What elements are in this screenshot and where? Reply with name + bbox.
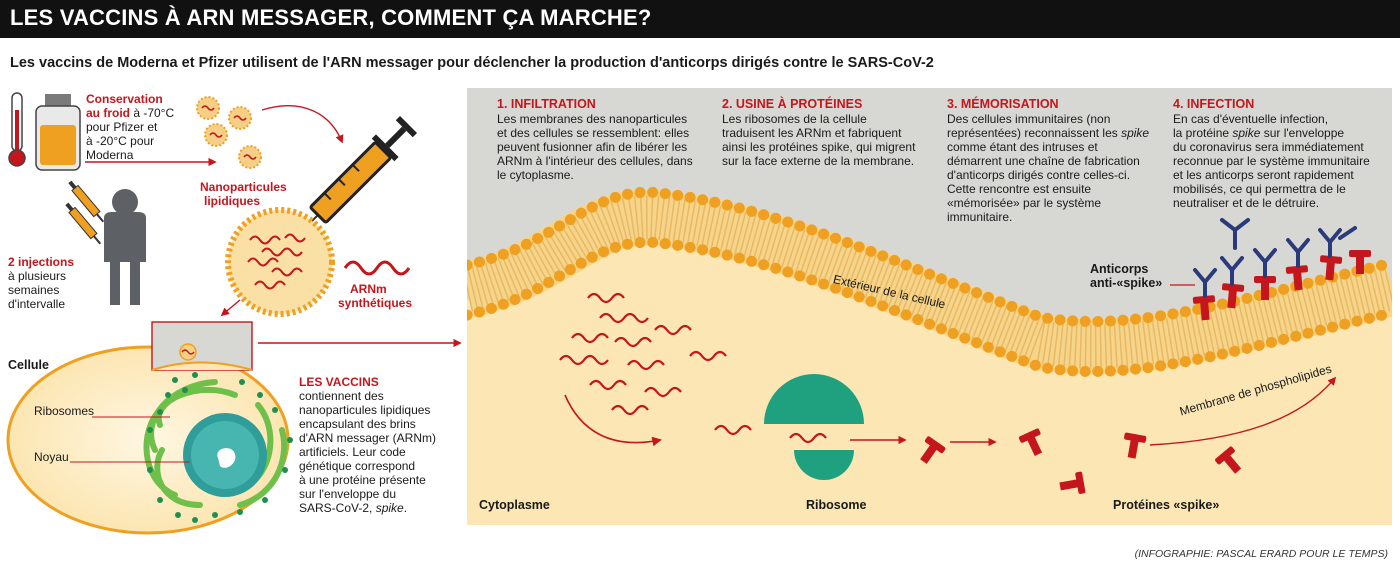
vaccins-line: artificiels. Leur code <box>299 445 406 459</box>
injections-line-2: semaines <box>8 283 60 297</box>
step-3-line: d'anticorps dirigés contre celles-ci. <box>947 168 1131 182</box>
injections-line-3: d'intervalle <box>8 297 65 311</box>
thermometer-icon <box>8 92 26 167</box>
step-3-line: Cette rencontre est ensuite <box>947 182 1092 196</box>
membrane-heads-outer <box>467 186 1392 327</box>
step-4-title: 4. INFECTION <box>1173 97 1255 111</box>
step-3-line: immunitaire. <box>947 210 1013 224</box>
ribosome-small-subunit <box>794 450 854 480</box>
nanoparticle-detail <box>225 207 335 317</box>
nanoparticles-label-2: lipidiques <box>204 194 261 208</box>
step-4-line: mobilisés, ce qui permettra de le <box>1173 182 1346 196</box>
ribosome-label: Ribosome <box>806 498 867 512</box>
ribosome-large-subunit <box>764 374 864 424</box>
proteines-label: Protéines «spike» <box>1113 498 1220 512</box>
vaccins-line-last: SARS-CoV-2, spike. <box>299 501 408 515</box>
step-4-line: reconnue par le système immunitaire <box>1173 154 1370 168</box>
ribosomes-label: Ribosomes <box>34 404 95 418</box>
step-4-line: et les anticorps seront rapidement <box>1173 168 1354 182</box>
step-2-line: traduisent les ARNm et fabriquent <box>722 126 902 140</box>
page-subtitle: Les vaccins de Moderna et Pfizer utilise… <box>10 55 934 71</box>
migration-arrow <box>1149 376 1337 446</box>
mrna-strands <box>559 292 752 436</box>
vaccins-line: nanoparticules lipidiques <box>299 403 431 417</box>
anticorps-label-2: anti-«spike» <box>1090 276 1163 290</box>
step-1-line: Les membranes des nanoparticules <box>497 112 688 126</box>
syringe-icon <box>304 116 417 229</box>
storage-line-3: à -20°C pour <box>86 134 155 148</box>
step-2-text: Les ribosomes de la cellule traduisent l… <box>722 112 915 168</box>
cell-label: Cellule <box>8 358 49 372</box>
cytoplasm-area <box>467 224 1392 525</box>
arnm-label-2: synthétiques <box>338 296 413 310</box>
vaccins-line: sur l'enveloppe du <box>299 487 397 501</box>
noyau-label: Noyau <box>34 450 69 464</box>
step-4-line: la protéine spike sur l'enveloppe <box>1173 126 1345 140</box>
step-4-line: neutraliser et de le détruire. <box>1173 196 1320 210</box>
credit: (INFOGRAPHIE: PASCAL ERARD POUR LE TEMPS… <box>1134 548 1388 560</box>
step-1-text: Les membranes des nanoparticules et des … <box>497 112 693 182</box>
step-3-text: Des cellules immunitaires (non représent… <box>947 112 1149 224</box>
page-title: LES VACCINS À ARN MESSAGER, COMMENT ÇA M… <box>10 5 652 30</box>
step-3-title: 3. MÉMORISATION <box>947 97 1059 111</box>
step-2-line: Les ribosomes de la cellule <box>722 112 867 126</box>
injections-line-1: à plusieurs <box>8 269 67 283</box>
step-2-title: 2. USINE À PROTÉINES <box>722 97 863 111</box>
membrane-heads-inner <box>467 236 1392 377</box>
step-2-line: ainsi les protéines spike, qui migrent <box>722 140 916 154</box>
storage-line-2: pour Pfizer et <box>86 120 158 134</box>
vaccins-line: encapsulant des brins <box>299 417 416 431</box>
step-3-line: «mémorisée» par le système <box>947 196 1102 210</box>
storage-title-1: Conservation <box>86 92 163 106</box>
nanoparticles-label-1: Nanoparticules <box>200 180 287 194</box>
cell-illustration <box>6 345 293 535</box>
antibodies <box>1193 218 1357 298</box>
arnm-icon <box>343 260 411 276</box>
spike-proteins <box>920 250 1371 494</box>
membrane-tails <box>467 195 1392 369</box>
vial-icon <box>35 94 81 171</box>
step-1-line: ARNm à l'intérieur des cellules, dans <box>497 154 693 168</box>
person-icon <box>104 189 146 305</box>
step-4-text: En cas d'éventuelle infection, la protéi… <box>1173 112 1370 210</box>
injections-title: 2 injections <box>8 255 75 269</box>
step-1-line: et des cellules se ressemblent: elles <box>497 126 690 140</box>
storage-line-4: Moderna <box>86 148 134 162</box>
step-3-line: démarrent une chaîne de fabrication <box>947 154 1140 168</box>
nanoparticles-icon <box>196 96 262 169</box>
arnm-label-1: ARNm <box>350 282 387 296</box>
step-1-title: 1. INFILTRATION <box>497 97 596 111</box>
vaccins-text: contiennent des nanoparticules lipidique… <box>299 389 436 515</box>
vaccins-line: d'ARN messager (ARNm) <box>299 431 436 445</box>
cell-panel <box>467 88 1392 525</box>
storage-line-1: au froid à -70°C <box>86 106 175 120</box>
vaccins-title: LES VACCINS <box>299 375 379 389</box>
step-1-line: le cytoplasme. <box>497 168 574 182</box>
title-bar: LES VACCINS À ARN MESSAGER, COMMENT ÇA M… <box>0 0 1400 38</box>
step-3-line: comme étant des intruses et <box>947 140 1098 154</box>
infiltration-arrow <box>564 394 662 447</box>
cytoplasme-label: Cytoplasme <box>479 498 550 512</box>
step-4-line: En cas d'éventuelle infection, <box>1173 112 1329 126</box>
anticorps-label-1: Anticorps <box>1090 262 1149 276</box>
vaccins-line: génétique correspond <box>299 459 416 473</box>
step-4-line: du coronavirus sera immédiatement <box>1173 140 1364 154</box>
step-3-line: représentées) reconnaissent les spike <box>947 126 1150 140</box>
small-syringes-icon <box>65 180 105 245</box>
step-3-line: Des cellules immunitaires (non <box>947 112 1111 126</box>
step-1-line: peuvent fusionner afin de libérer les <box>497 140 688 154</box>
vaccins-line: contiennent des <box>299 389 384 403</box>
step-2-line: sur la face externe de la membrane. <box>722 154 915 168</box>
vaccins-line: à une protéine présente <box>299 473 426 487</box>
